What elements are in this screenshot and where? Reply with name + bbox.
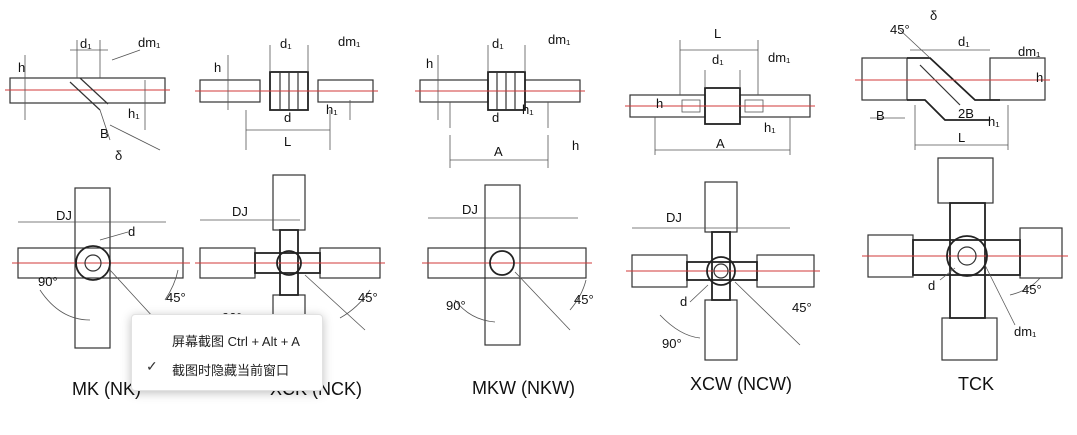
label-l: L (284, 134, 291, 149)
menu-item-screenshot[interactable]: 屏幕截图 Ctrl + Alt + A (132, 327, 322, 353)
label-dj: DJ (56, 208, 72, 223)
label-h1: h₁ (128, 106, 140, 121)
label-dm1: dm₁ (338, 34, 361, 49)
label-h1: h₁ (988, 114, 1000, 129)
tck-side-view: 45° δ d₁ dm₁ h B 2B h₁ L (855, 8, 1050, 150)
label-45: 45° (358, 290, 378, 305)
label-l: L (714, 26, 721, 41)
label-45: 45° (574, 292, 594, 307)
title-mk: MK (NK) (72, 379, 141, 399)
label-90: 90° (38, 274, 58, 289)
label-45: 45° (792, 300, 812, 315)
label-d: d (928, 278, 935, 293)
label-45: 45° (1022, 282, 1042, 297)
mkw-plan-view: DJ 90° 45° (422, 184, 594, 346)
label-d: d (680, 294, 687, 309)
label-45: 45° (166, 290, 186, 305)
label-a: A (716, 136, 725, 151)
label-d1: d₁ (712, 52, 724, 67)
label-d1: d₁ (492, 36, 504, 51)
label-h: h (18, 60, 25, 75)
title-tck: TCK (958, 374, 994, 394)
mk-side-view: d₁ dm₁ h h₁ B δ (5, 35, 170, 163)
label-b: B (876, 108, 885, 123)
label-d1: d₁ (280, 36, 292, 51)
mkw-side-view: d₁ dm₁ h d h₁ h A (415, 32, 585, 168)
label-dj: DJ (462, 202, 478, 217)
tck-plan-view: d 45° dm₁ (862, 157, 1068, 361)
label-dm1: dm₁ (138, 35, 161, 50)
label-90: 90° (662, 336, 682, 351)
label-2b: 2B (958, 106, 974, 121)
label-d: d (128, 224, 135, 239)
label-dj: DJ (666, 210, 682, 225)
label-delta: δ (930, 8, 937, 23)
menu-item-label: 截图时隐藏当前窗口 (172, 363, 290, 378)
label-delta: δ (115, 148, 122, 163)
label-h: h (214, 60, 221, 75)
label-dm1: dm₁ (548, 32, 571, 47)
mk-plan-view: DJ d 90° 45° (12, 187, 190, 349)
label-h: h (1036, 70, 1043, 85)
xcw-side-view: L d₁ dm₁ h h₁ A (625, 26, 815, 155)
label-90: 90° (446, 298, 466, 313)
label-dm1: dm₁ (1014, 324, 1037, 339)
label-dj: DJ (232, 204, 248, 219)
label-45: 45° (890, 22, 910, 37)
label-h1: h₁ (764, 120, 776, 135)
screenshot-context-menu: 屏幕截图 Ctrl + Alt + A ✓ 截图时隐藏当前窗口 (131, 314, 323, 391)
label-h: h (426, 56, 433, 71)
title-mkw: MKW (NKW) (472, 378, 575, 398)
xck-side-view: d₁ dm₁ h d h₁ L (195, 34, 378, 150)
label-a: A (494, 144, 503, 159)
menu-item-label: 屏幕截图 Ctrl + Alt + A (172, 334, 300, 349)
xcw-plan-view: DJ d 90° 45° (626, 181, 820, 361)
label-l: L (958, 130, 965, 145)
label-d1: d₁ (80, 36, 92, 51)
label-h: h (656, 96, 663, 111)
menu-item-hide-window[interactable]: ✓ 截图时隐藏当前窗口 (132, 356, 322, 382)
title-xcw: XCW (NCW) (690, 374, 792, 394)
label-h1: h₁ (522, 102, 534, 117)
label-h1: h₁ (326, 102, 338, 117)
label-b: B (100, 126, 109, 141)
label-d: d (492, 110, 499, 125)
check-icon: ✓ (146, 358, 158, 374)
label-d1: d₁ (958, 34, 970, 49)
label-d: d (284, 110, 291, 125)
label-h: h (572, 138, 579, 153)
label-dm1: dm₁ (768, 50, 791, 65)
label-dm1: dm₁ (1018, 44, 1041, 59)
